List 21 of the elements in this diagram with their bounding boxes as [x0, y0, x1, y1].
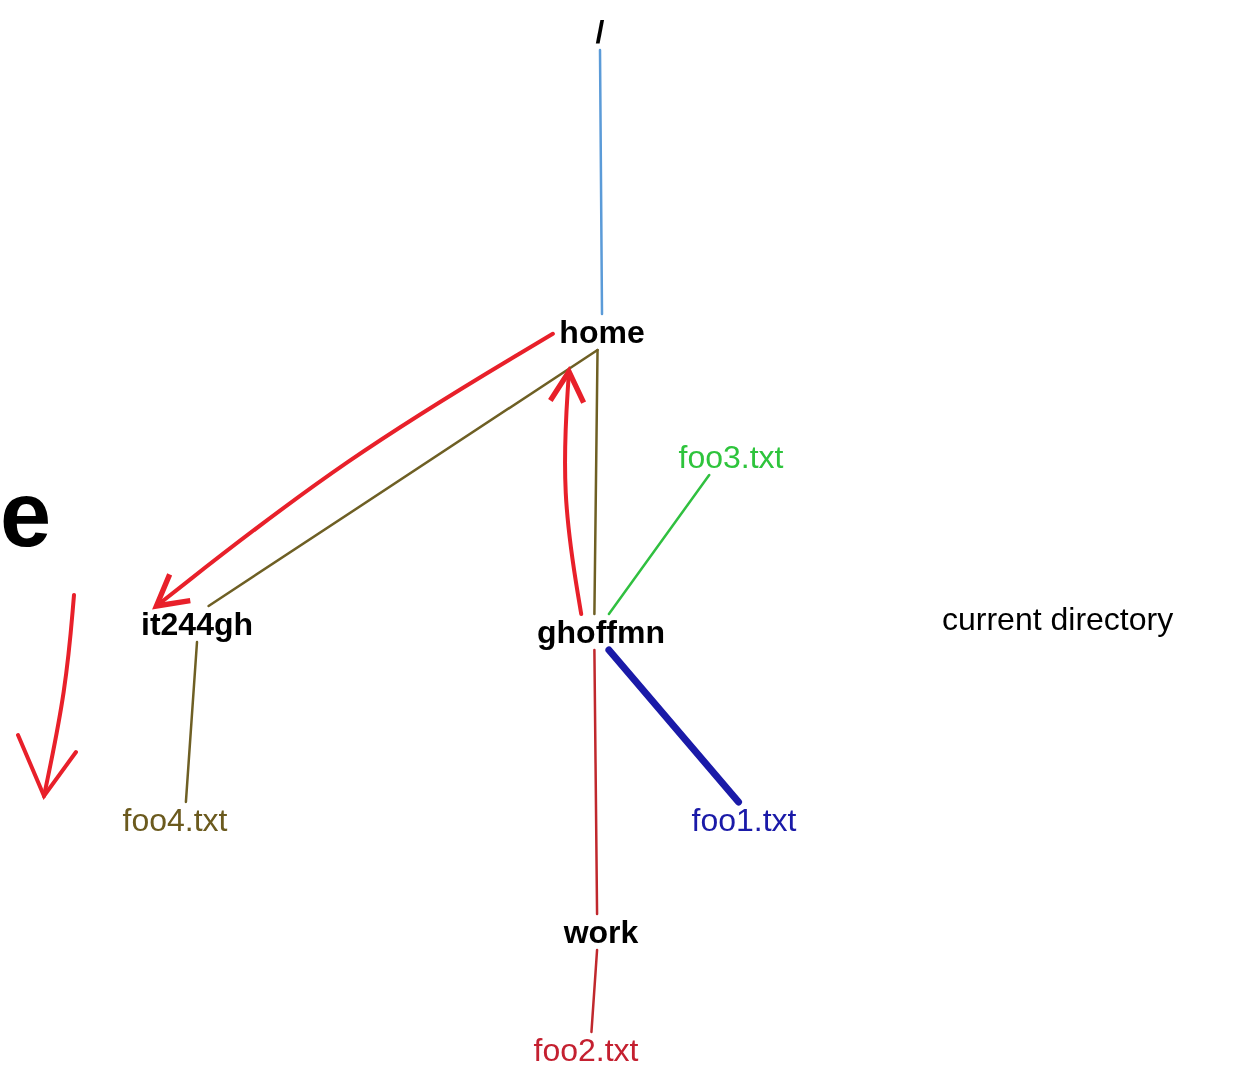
- tree-line: [207, 348, 599, 608]
- tree-line: [593, 648, 599, 916]
- directory-label: work: [561, 914, 641, 950]
- tree-line: [607, 473, 711, 616]
- tree-line: [598, 48, 604, 316]
- tree-line: [590, 948, 599, 1034]
- tree-line: [593, 348, 599, 616]
- file-label: foo3.txt: [676, 439, 786, 475]
- directory-label: it244gh: [139, 606, 255, 642]
- file-label: foo4.txt: [120, 802, 230, 838]
- arrow: [547, 368, 587, 616]
- partial-letter: e: [0, 468, 52, 560]
- annotation-text: current directory: [942, 603, 1174, 635]
- file-label: foo1.txt: [689, 802, 799, 838]
- file-label: foo2.txt: [531, 1032, 641, 1068]
- directory-label: ghoffmn: [535, 614, 667, 650]
- arrow: [153, 331, 555, 609]
- directory-label: home: [557, 314, 647, 350]
- tree-line: [184, 640, 199, 804]
- tree-line: [605, 646, 743, 806]
- root-directory-label: /: [593, 14, 607, 50]
